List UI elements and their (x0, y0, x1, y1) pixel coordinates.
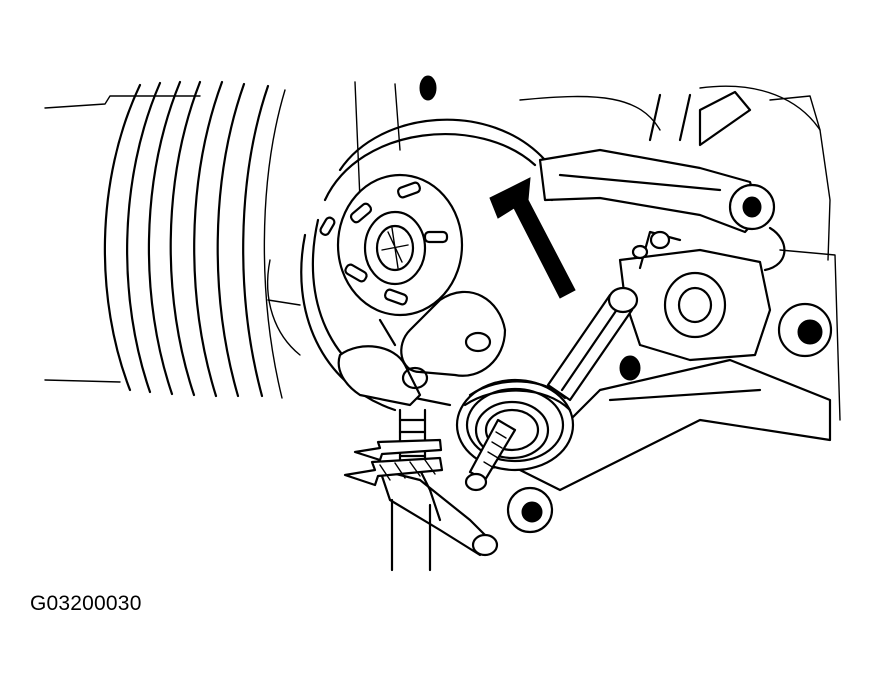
cv-joint (455, 378, 575, 492)
figure-id-caption: G03200030 (30, 592, 142, 615)
wheel-hub (319, 173, 464, 317)
upper-control-arm (538, 90, 786, 272)
tire-section (103, 80, 286, 399)
brake-dust-shield (266, 118, 554, 412)
removal-direction-arrows (343, 438, 444, 487)
halfshaft (546, 286, 639, 402)
bolts (419, 75, 671, 260)
callout-arrow (489, 177, 576, 299)
subframe-mount (618, 230, 772, 381)
stabilizer-link (378, 408, 499, 572)
steering-knuckle (337, 290, 507, 407)
lower-control-arm (506, 302, 833, 534)
